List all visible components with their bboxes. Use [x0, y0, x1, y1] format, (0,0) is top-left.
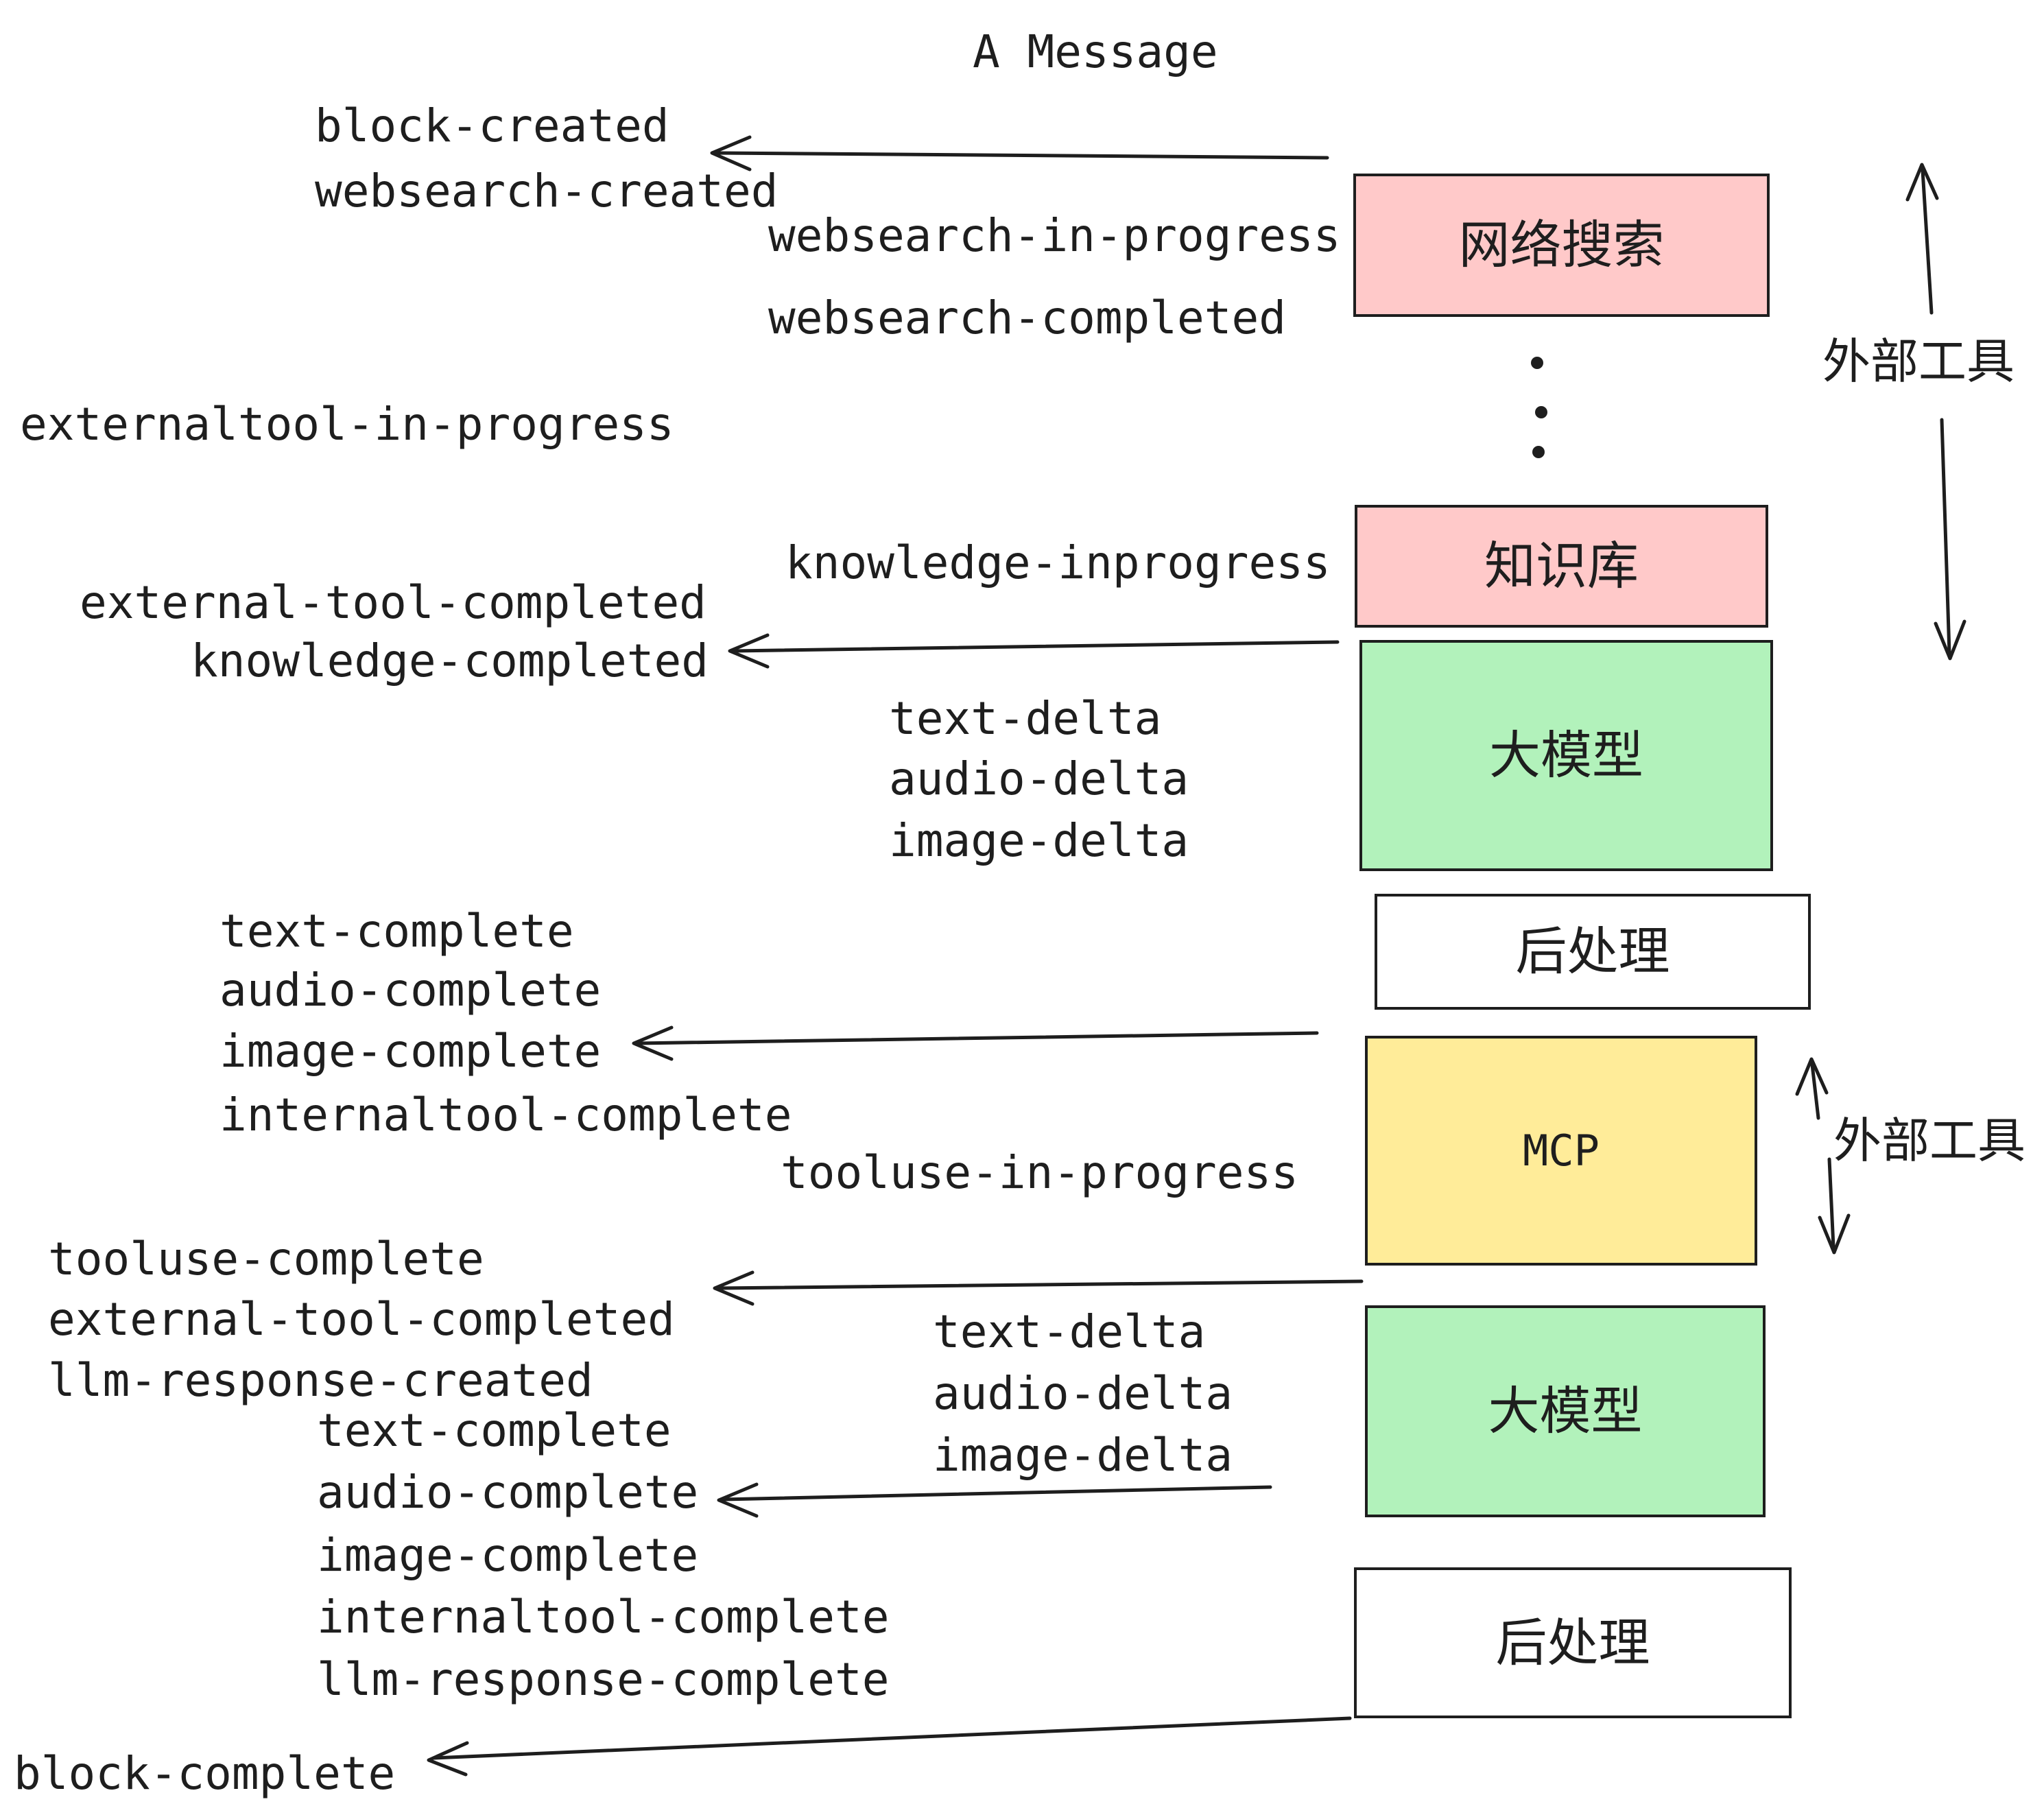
external-tools-down-arrow-2: [1818, 1157, 1851, 1255]
external-tools-label-top: 外部工具: [1822, 335, 2015, 388]
node-knowledge: 知识库: [1355, 505, 1768, 628]
diagram-title: A Message: [973, 25, 1218, 78]
node-postprocess-1: 后处理: [1375, 894, 1811, 1010]
arrow-to-block-complete: [427, 1716, 1352, 1777]
event-audio-complete-2: audio-complete: [317, 1466, 699, 1519]
arrow-to-audio-complete: [717, 1482, 1272, 1518]
event-audio-delta-2: audio-delta: [933, 1367, 1233, 1420]
external-tools-label-mid: 外部工具: [1833, 1114, 2025, 1167]
event-llm-response-created: llm-response-created: [48, 1354, 593, 1407]
ellipsis-dot: [1531, 357, 1543, 369]
node-websearch: 网络搜索: [1353, 174, 1770, 317]
ellipsis-dot: [1535, 406, 1547, 418]
event-text-complete-2: text-complete: [317, 1404, 672, 1457]
node-llm-1: 大模型: [1359, 640, 1773, 871]
event-image-complete-1: image-complete: [219, 1025, 602, 1078]
event-externaltool-in-progress: externaltool-in-progress: [20, 398, 674, 451]
node-websearch-label: 网络搜索: [1458, 216, 1665, 274]
event-internaltool-complete-2: internaltool-complete: [317, 1591, 890, 1643]
node-postprocess-2-label: 后处理: [1495, 1613, 1650, 1672]
event-text-delta-1: text-delta: [889, 692, 1162, 745]
external-tools-up-arrow-1: [1905, 163, 1939, 315]
event-block-complete: block-complete: [14, 1747, 396, 1800]
arrow-to-tooluse-complete: [713, 1270, 1364, 1306]
event-tooluse-complete: tooluse-complete: [48, 1233, 484, 1285]
event-text-delta-2: text-delta: [933, 1305, 1206, 1358]
arrow-to-image-complete: [632, 1025, 1319, 1061]
event-block-created: block-created: [315, 99, 669, 152]
event-audio-delta-1: audio-delta: [889, 752, 1189, 805]
event-external-tool-completed-2: external-tool-completed: [48, 1293, 675, 1346]
event-knowledge-completed: knowledge-completed: [191, 634, 709, 687]
external-tools-up-arrow-2: [1795, 1057, 1829, 1120]
event-image-delta-1: image-delta: [889, 814, 1189, 867]
event-websearch-completed: websearch-completed: [768, 292, 1286, 344]
event-audio-complete-1: audio-complete: [219, 964, 602, 1017]
event-knowledge-inprogress: knowledge-inprogress: [785, 536, 1331, 589]
ellipsis-dot: [1532, 446, 1545, 458]
event-text-complete-1: text-complete: [219, 905, 574, 958]
external-tools-down-arrow-1: [1934, 418, 1966, 661]
event-tooluse-in-progress: tooluse-in-progress: [781, 1146, 1298, 1199]
node-postprocess-1-label: 后处理: [1515, 923, 1670, 980]
event-websearch-in-progress: websearch-in-progress: [768, 209, 1341, 262]
event-external-tool-completed-1: external-tool-completed: [80, 576, 706, 629]
arrow-to-knowledge-completed: [728, 633, 1340, 669]
event-image-delta-2: image-delta: [933, 1429, 1233, 1482]
node-knowledge-label: 知识库: [1484, 537, 1639, 595]
event-websearch-created: websearch-created: [315, 165, 779, 217]
event-image-complete-2: image-complete: [317, 1529, 699, 1582]
node-llm-2-label: 大模型: [1488, 1382, 1643, 1440]
node-postprocess-2: 后处理: [1354, 1567, 1792, 1718]
node-llm-2: 大模型: [1365, 1305, 1766, 1517]
event-internaltool-complete-1: internaltool-complete: [219, 1089, 792, 1141]
event-llm-response-complete: llm-response-complete: [317, 1653, 890, 1706]
node-mcp: MCP: [1365, 1036, 1757, 1266]
node-llm-1-label: 大模型: [1488, 726, 1643, 784]
arrow-to-block-created: [710, 135, 1329, 171]
node-mcp-label: MCP: [1523, 1125, 1600, 1176]
